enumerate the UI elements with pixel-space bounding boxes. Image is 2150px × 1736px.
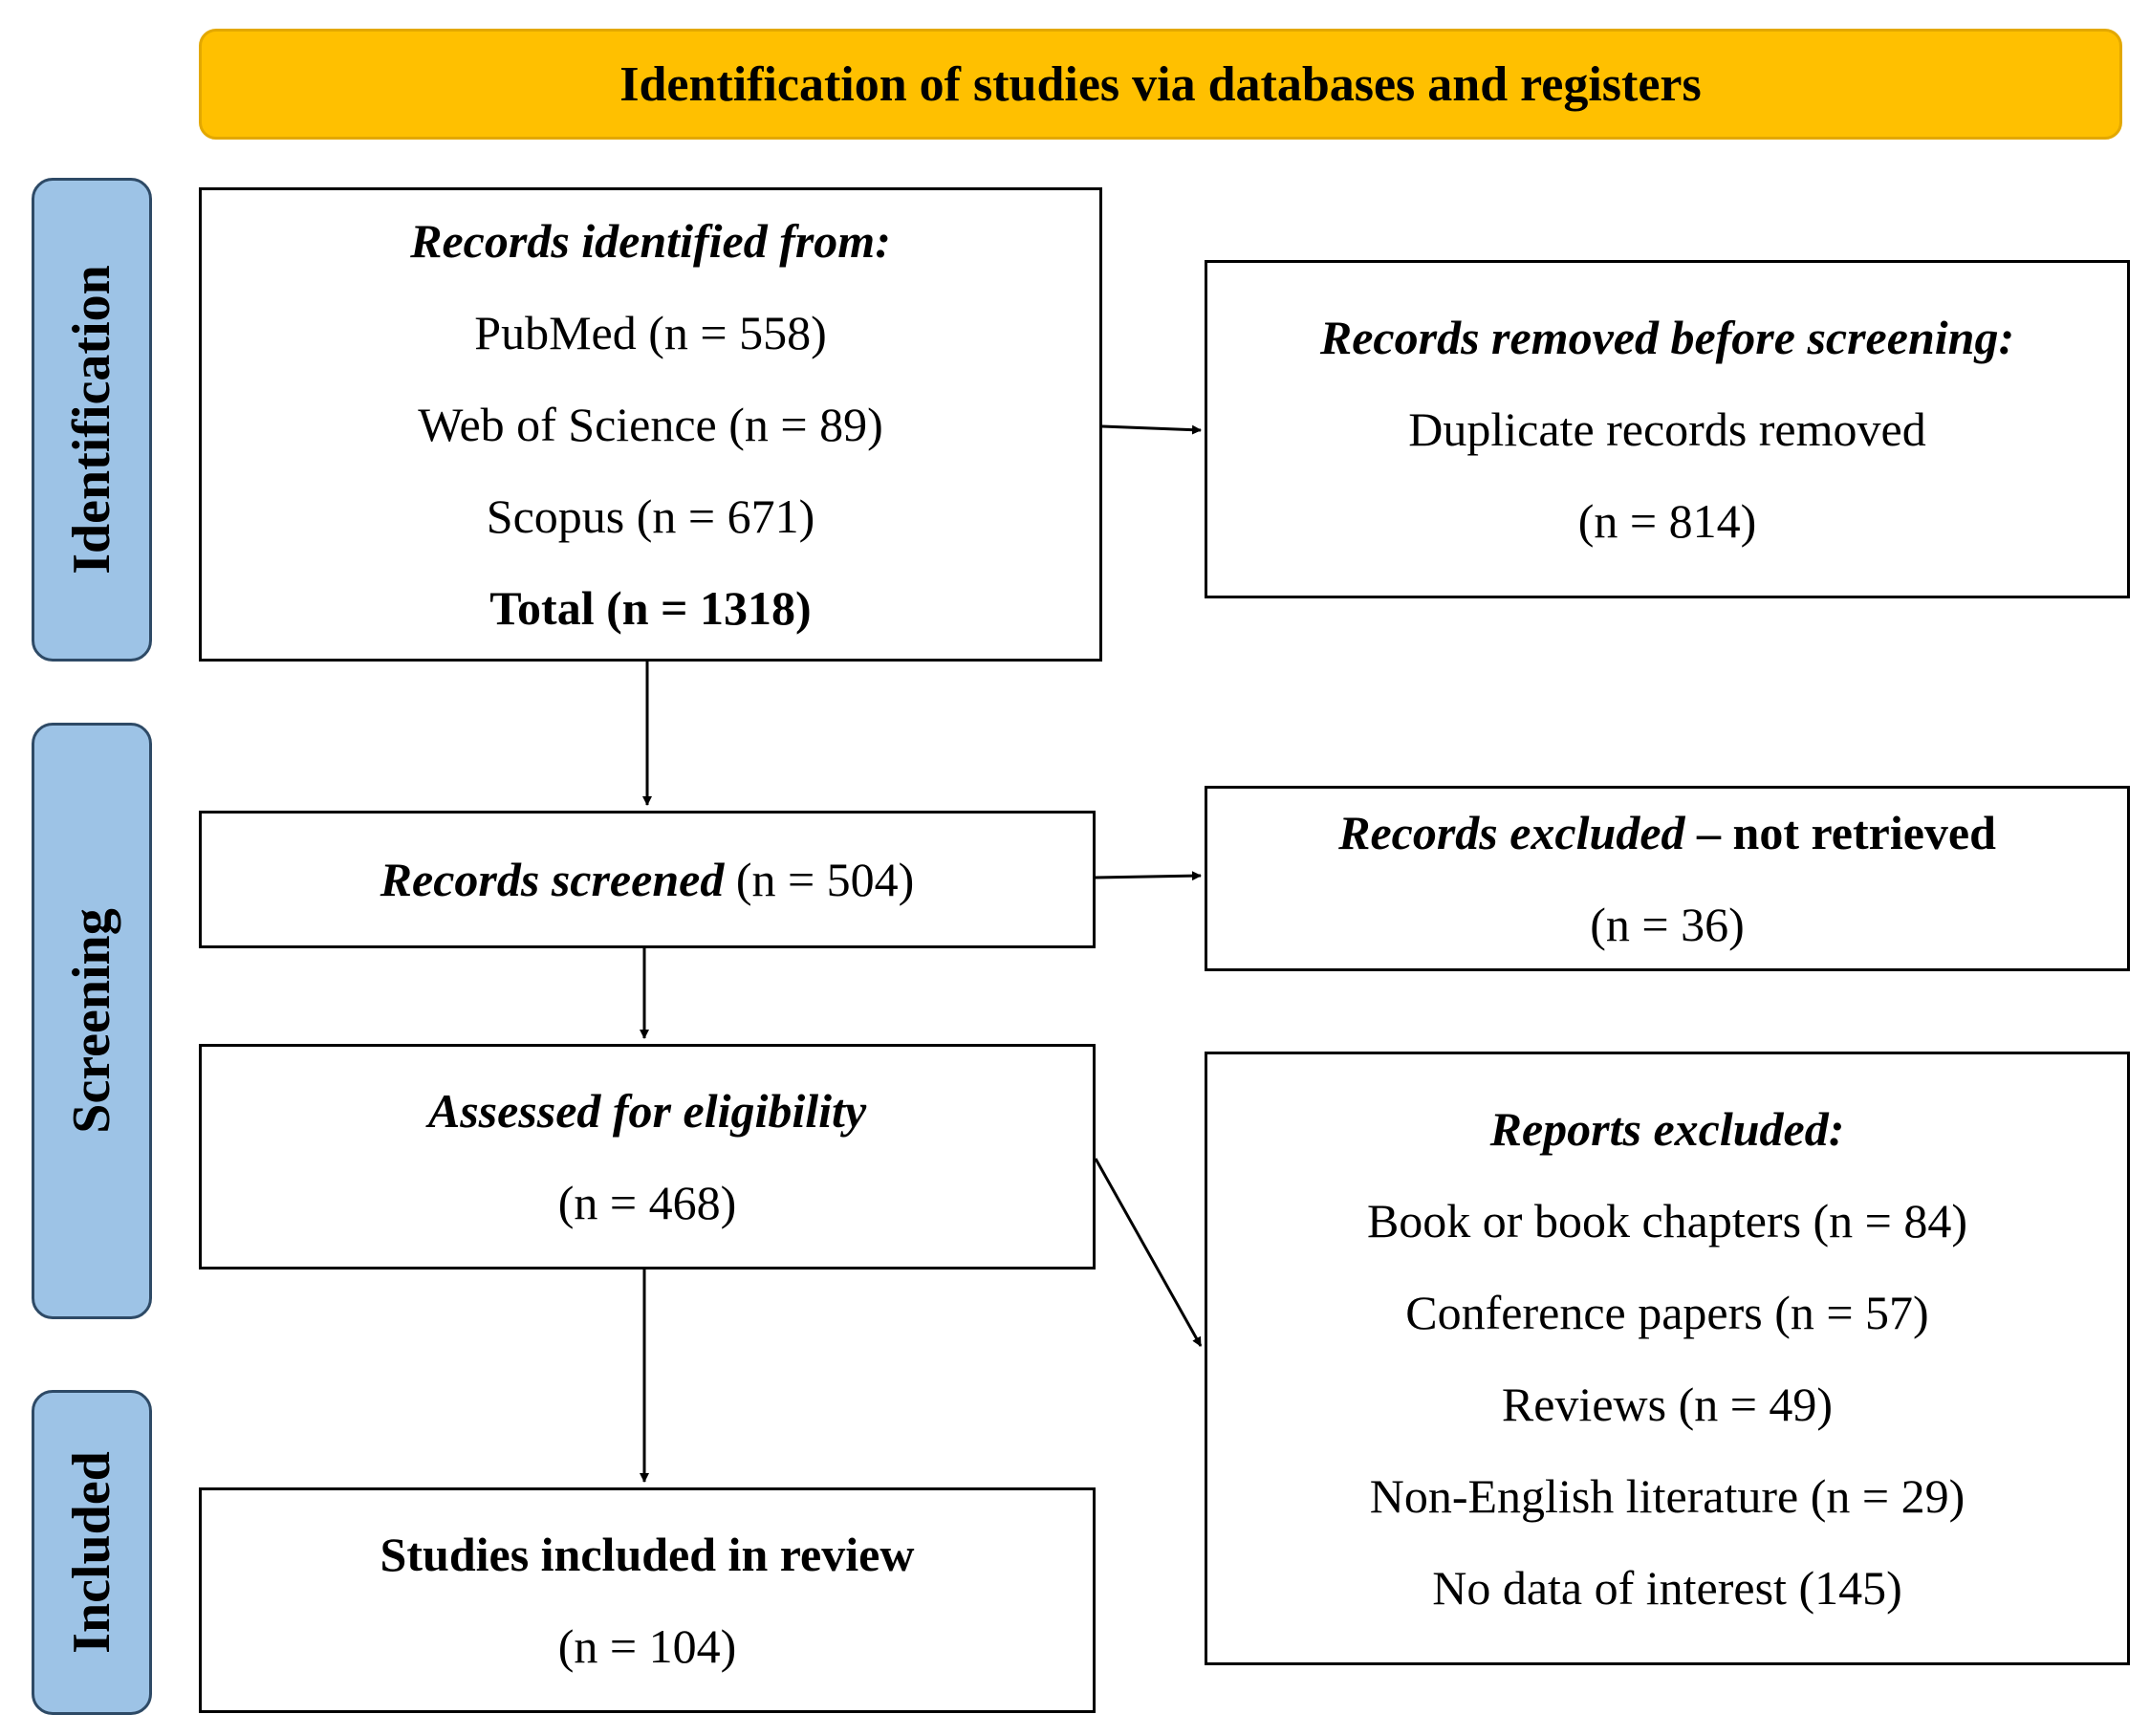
not-retrieved-label-italic: Records excluded xyxy=(1338,806,1685,859)
records-removed-heading: Records removed before screening: xyxy=(1319,311,2015,364)
records-screened-label: Records screened xyxy=(380,853,725,906)
excluded-non-english: Non-English literature (n = 29) xyxy=(1369,1469,1965,1523)
phase-included-label: Included xyxy=(62,1451,121,1654)
not-retrieved-count: (n = 36) xyxy=(1590,898,1745,951)
excluded-reviews: Reviews (n = 49) xyxy=(1501,1378,1834,1431)
excluded-conference-papers: Conference papers (n = 57) xyxy=(1405,1286,1929,1339)
studies-included-box: Studies included in review (n = 104) xyxy=(199,1487,1096,1713)
source-web-of-science: Web of Science (n = 89) xyxy=(418,398,883,451)
studies-included-label: Studies included in review xyxy=(380,1528,915,1581)
source-pubmed: PubMed (n = 558) xyxy=(474,306,827,359)
arrow-screened-to-not-retrieved xyxy=(1095,871,1202,881)
phase-screening-label: Screening xyxy=(62,908,121,1134)
records-total: Total (n = 1318) xyxy=(489,581,812,635)
studies-included-count: (n = 104) xyxy=(557,1619,737,1673)
eligibility-label: Assessed for eligibility xyxy=(427,1084,867,1138)
records-screened-count: (n = 504) xyxy=(735,853,915,906)
not-retrieved-heading: Records excluded – not retrieved xyxy=(1338,787,1996,879)
arrow-identified-to-removed xyxy=(1101,424,1202,435)
records-removed-box: Records removed before screening: Duplic… xyxy=(1205,260,2130,598)
phase-identification-label: Identification xyxy=(62,265,121,575)
duplicates-removed-label: Duplicate records removed xyxy=(1408,402,1926,456)
source-scopus: Scopus (n = 671) xyxy=(486,489,815,543)
records-identified-box: Records identified from: PubMed (n = 558… xyxy=(199,187,1102,662)
duplicates-removed-count: (n = 814) xyxy=(1577,494,1757,548)
records-screened-box: Records screened (n = 504) xyxy=(199,811,1096,948)
eligibility-box: Assessed for eligibility (n = 468) xyxy=(199,1044,1096,1269)
not-retrieved-label-rest: – not retrieved xyxy=(1684,806,1996,859)
records-identified-heading: Records identified from: xyxy=(410,214,891,268)
arrow-eligibility-to-reports-excluded xyxy=(1094,1158,1203,1347)
excluded-no-data: No data of interest (145) xyxy=(1432,1561,1902,1615)
excluded-books: Book or book chapters (n = 84) xyxy=(1366,1194,1968,1248)
records-not-retrieved-box: Records excluded – not retrieved (n = 36… xyxy=(1205,786,2130,971)
phase-screening: Screening xyxy=(32,723,152,1319)
reports-excluded-box: Reports excluded: Book or book chapters … xyxy=(1205,1052,2130,1665)
phase-included: Included xyxy=(32,1390,152,1715)
reports-excluded-heading: Reports excluded: xyxy=(1489,1102,1845,1156)
phase-identification: Identification xyxy=(32,178,152,662)
records-screened-text: Records screened (n = 504) xyxy=(380,834,915,925)
header-title: Identification of studies via databases … xyxy=(619,56,1702,112)
eligibility-count: (n = 468) xyxy=(557,1176,737,1229)
header-banner: Identification of studies via databases … xyxy=(199,29,2122,140)
